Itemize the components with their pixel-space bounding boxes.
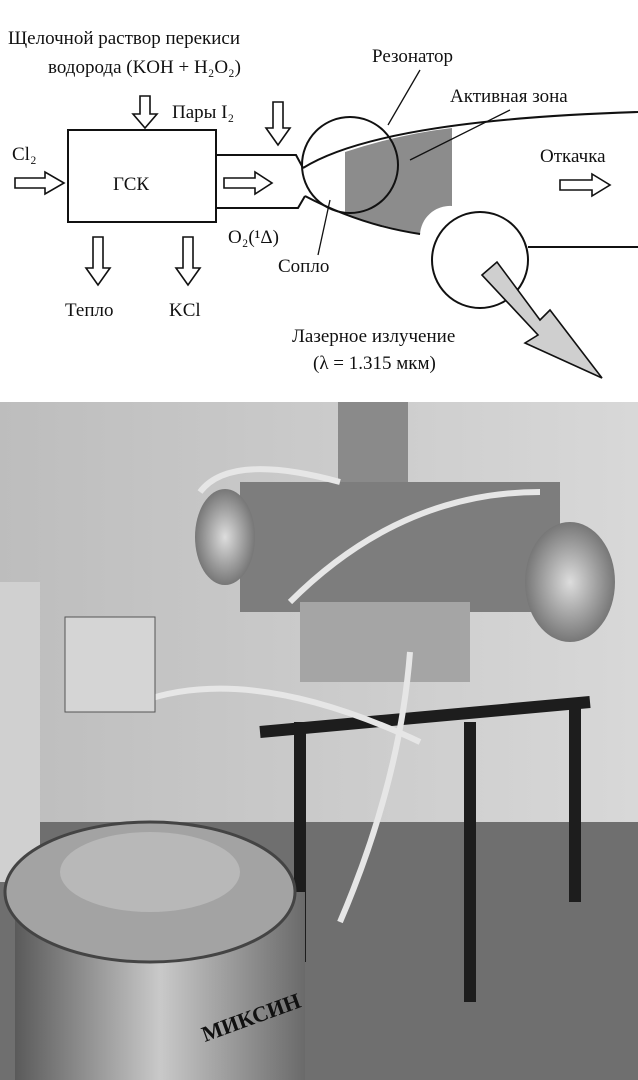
solution-in-arrow (131, 95, 159, 130)
oxygen-label: O₂(¹Δ) (228, 227, 279, 248)
laser-label-line1: Лазерное излучение (292, 326, 455, 347)
laser-output-arrow (480, 260, 603, 379)
resonator-label: Резонатор (372, 46, 453, 67)
flow-upper-curve (302, 111, 638, 169)
nozzle-leader (317, 199, 331, 256)
chlorine-in-arrow (14, 170, 66, 196)
heat-label: Тепло (65, 300, 113, 321)
kcl-out-arrow (174, 236, 202, 287)
flow-arrow (223, 170, 274, 196)
active-zone-leader (409, 109, 511, 161)
active-zone-label: Активная зона (450, 86, 568, 107)
pumping-label: Откачка (540, 146, 606, 167)
laser-label-line2: (λ = 1.315 мкм) (313, 353, 436, 374)
resonator-leader (387, 69, 421, 126)
generator-box (67, 129, 217, 223)
channel-top-line (216, 154, 304, 169)
iodine-in-arrow (264, 101, 292, 147)
channel-bottom-line (216, 195, 306, 209)
generator-label: ГСК (113, 174, 149, 195)
solution-label-line2: водорода (KOH + H₂O₂) (48, 57, 241, 78)
solution-label-line1: Щелочной раствор перекиси (8, 28, 240, 49)
laser-schematic-diagram: Щелочной раствор перекиси водорода (KOH … (8, 28, 638, 379)
pumping-out-arrow (559, 172, 612, 198)
iodine-label: Пары I₂ (172, 102, 234, 123)
heat-out-arrow (84, 236, 112, 287)
laser-installation-photo: МИКСИН (0, 402, 638, 1080)
kcl-label: KCl (169, 300, 201, 321)
chlorine-label: Cl₂ (12, 144, 37, 165)
resonator-mirror-top (301, 116, 399, 214)
nozzle-label: Сопло (278, 256, 329, 277)
flow-lower-curve (304, 195, 421, 235)
